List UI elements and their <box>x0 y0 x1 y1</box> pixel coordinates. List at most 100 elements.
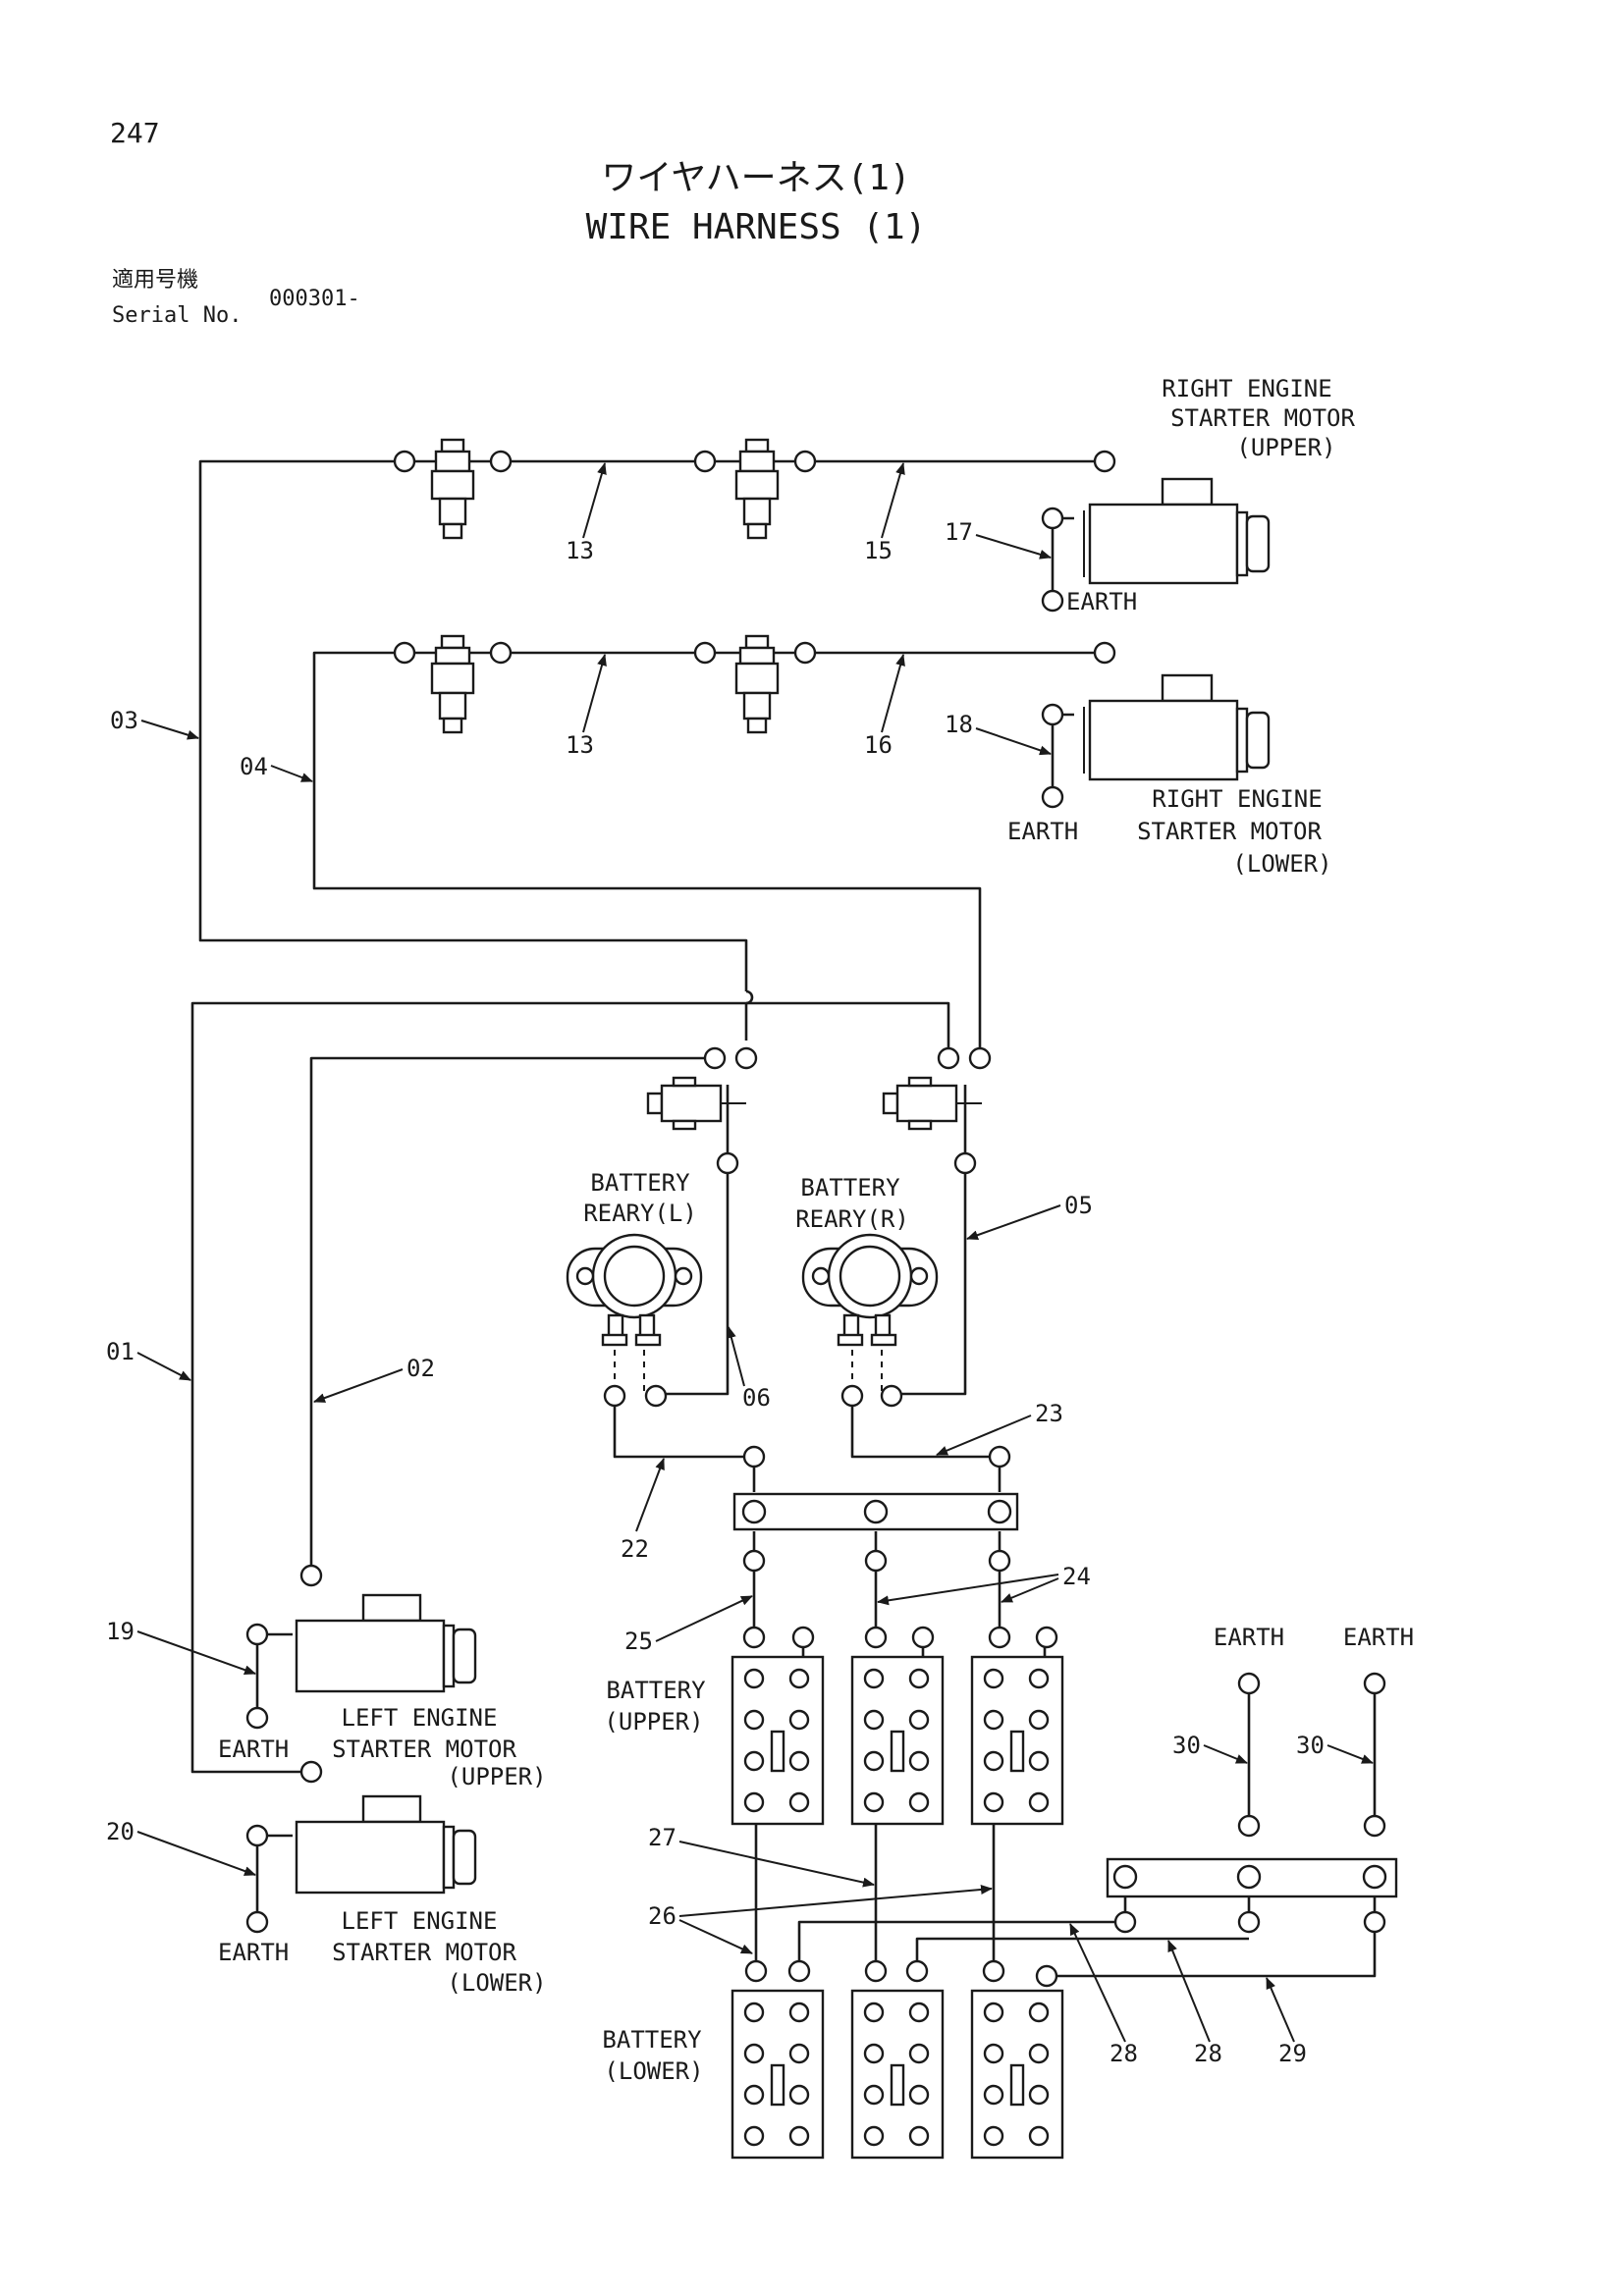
battery-lower-3 <box>970 1989 1064 2160</box>
part-number: 15 <box>864 537 893 564</box>
inline-connector-mid-left <box>430 634 475 734</box>
inline-connector-top-right <box>734 438 780 540</box>
battery-relay-right <box>801 1233 939 1347</box>
battery-lower-2 <box>850 1989 945 2160</box>
inline-connector-mid-right <box>734 634 780 734</box>
wire-23 <box>850 1394 1000 1459</box>
callout-24: 24 <box>877 1563 1091 1606</box>
wire-22 <box>613 1394 754 1459</box>
callout-02: 02 <box>313 1355 435 1403</box>
callout-27: 27 <box>648 1824 875 1888</box>
callout-04: 04 <box>240 753 313 782</box>
label-line: (LOWER) <box>604 2057 703 2085</box>
callout-06: 06 <box>727 1326 771 1412</box>
battery-relay-left <box>566 1233 703 1347</box>
callout-25: 25 <box>624 1595 753 1655</box>
part-number: 13 <box>566 731 594 759</box>
label-right-starter-upper: RIGHT ENGINE STARTER MOTOR (UPPER) <box>1162 375 1355 461</box>
callout-28a: 28 <box>1069 1923 1138 2067</box>
callout-13b: 13 <box>566 654 607 759</box>
label-right-starter-lower: RIGHT ENGINE STARTER MOTOR (LOWER) <box>1137 785 1332 878</box>
label-earth-17: EARTH <box>1066 588 1137 615</box>
left-starter-motor-upper <box>295 1593 477 1693</box>
label-line: (LOWER) <box>447 1969 546 1997</box>
label-left-starter-lower: LEFT ENGINE STARTER MOTOR (LOWER) <box>332 1907 547 1997</box>
callout-15: 15 <box>864 462 905 564</box>
part-number: 28 <box>1194 2040 1222 2067</box>
part-number: 05 <box>1064 1192 1093 1219</box>
part-number: 23 <box>1035 1400 1063 1427</box>
label-line: (UPPER) <box>447 1763 546 1790</box>
part-number: 18 <box>945 711 973 738</box>
part-number: 19 <box>106 1618 135 1645</box>
label-earth-right: EARTH <box>1343 1624 1414 1651</box>
battery-series-wiring <box>754 1634 1377 1978</box>
right-starter-motor-upper <box>1083 477 1271 585</box>
part-number: 20 <box>106 1818 135 1845</box>
label-line: (LOWER) <box>1232 850 1331 878</box>
callout-19: 19 <box>106 1618 256 1675</box>
label-earth-19: EARTH <box>218 1735 289 1763</box>
label-battery-relay-right: BATTERY REARY(R) <box>795 1174 909 1233</box>
callout-18: 18 <box>945 711 1052 756</box>
label-line: BATTERY <box>606 1677 706 1704</box>
bus-risers <box>752 1457 1001 1634</box>
battery-upper-2 <box>850 1655 945 1826</box>
part-number: 22 <box>621 1535 649 1563</box>
label-line: LEFT ENGINE <box>342 1704 498 1732</box>
label-line: BATTERY <box>602 2026 702 2054</box>
label-line: BATTERY <box>590 1169 690 1197</box>
title-english: WIRE HARNESS (1) <box>586 207 927 247</box>
callout-22: 22 <box>621 1458 665 1563</box>
callout-17: 17 <box>945 518 1052 560</box>
wire-03 <box>198 459 754 1041</box>
label-battery-relay-left: BATTERY REARY(L) <box>583 1169 697 1227</box>
battery-upper-3 <box>970 1655 1064 1826</box>
callout-03: 03 <box>110 707 199 740</box>
title-japanese: ワイヤハーネス(1) <box>601 158 910 198</box>
wire-05 <box>892 1163 967 1396</box>
part-number: 13 <box>566 537 594 564</box>
label-battery-upper: BATTERY (UPPER) <box>604 1677 706 1735</box>
label-left-starter-upper: LEFT ENGINE STARTER MOTOR (UPPER) <box>332 1704 547 1790</box>
part-number: 06 <box>742 1384 771 1412</box>
label-line: (UPPER) <box>604 1708 703 1735</box>
part-number: 17 <box>945 518 973 546</box>
label-line: LEFT ENGINE <box>342 1907 498 1935</box>
label-line: RIGHT ENGINE <box>1162 375 1331 402</box>
part-number: 03 <box>110 707 138 734</box>
wire-06 <box>656 1163 730 1396</box>
serial-label-english: Serial No. <box>112 303 242 328</box>
callout-16: 16 <box>864 654 905 759</box>
label-line: REARY(R) <box>795 1205 909 1233</box>
label-line: STARTER MOTOR <box>332 1939 516 1966</box>
inline-connector-top-left <box>430 438 475 540</box>
batteries-group <box>731 1655 1064 2160</box>
label-line: RIGHT ENGINE <box>1152 785 1322 813</box>
part-number: 28 <box>1110 2040 1138 2067</box>
part-number: 16 <box>864 731 893 759</box>
label-line: (UPPER) <box>1236 434 1335 461</box>
left-starter-motor-lower <box>295 1794 477 1895</box>
part-number: 24 <box>1062 1563 1091 1590</box>
relay-connector-left <box>646 1076 746 1131</box>
callout-05: 05 <box>966 1192 1093 1241</box>
label-earth-18: EARTH <box>1007 818 1078 845</box>
wire-end-nodes <box>245 450 1386 1988</box>
earth-bus-bar <box>1106 1857 1398 1898</box>
label-earth-left: EARTH <box>1214 1624 1284 1651</box>
part-number: 29 <box>1278 2040 1307 2067</box>
label-battery-lower: BATTERY (LOWER) <box>602 2026 703 2085</box>
label-line: BATTERY <box>800 1174 900 1201</box>
callout-28b: 28 <box>1167 1940 1222 2067</box>
label-line: STARTER MOTOR <box>1170 404 1355 432</box>
wire-01 <box>190 1001 950 1774</box>
label-earth-20: EARTH <box>218 1939 289 1966</box>
relay-stubs <box>614 1085 967 1394</box>
right-starter-motor-lower <box>1083 673 1271 781</box>
positive-bus-bar <box>732 1492 1019 1531</box>
callout-30a: 30 <box>1172 1732 1248 1764</box>
callout-01: 01 <box>106 1338 191 1381</box>
relay-connector-right <box>882 1076 982 1131</box>
